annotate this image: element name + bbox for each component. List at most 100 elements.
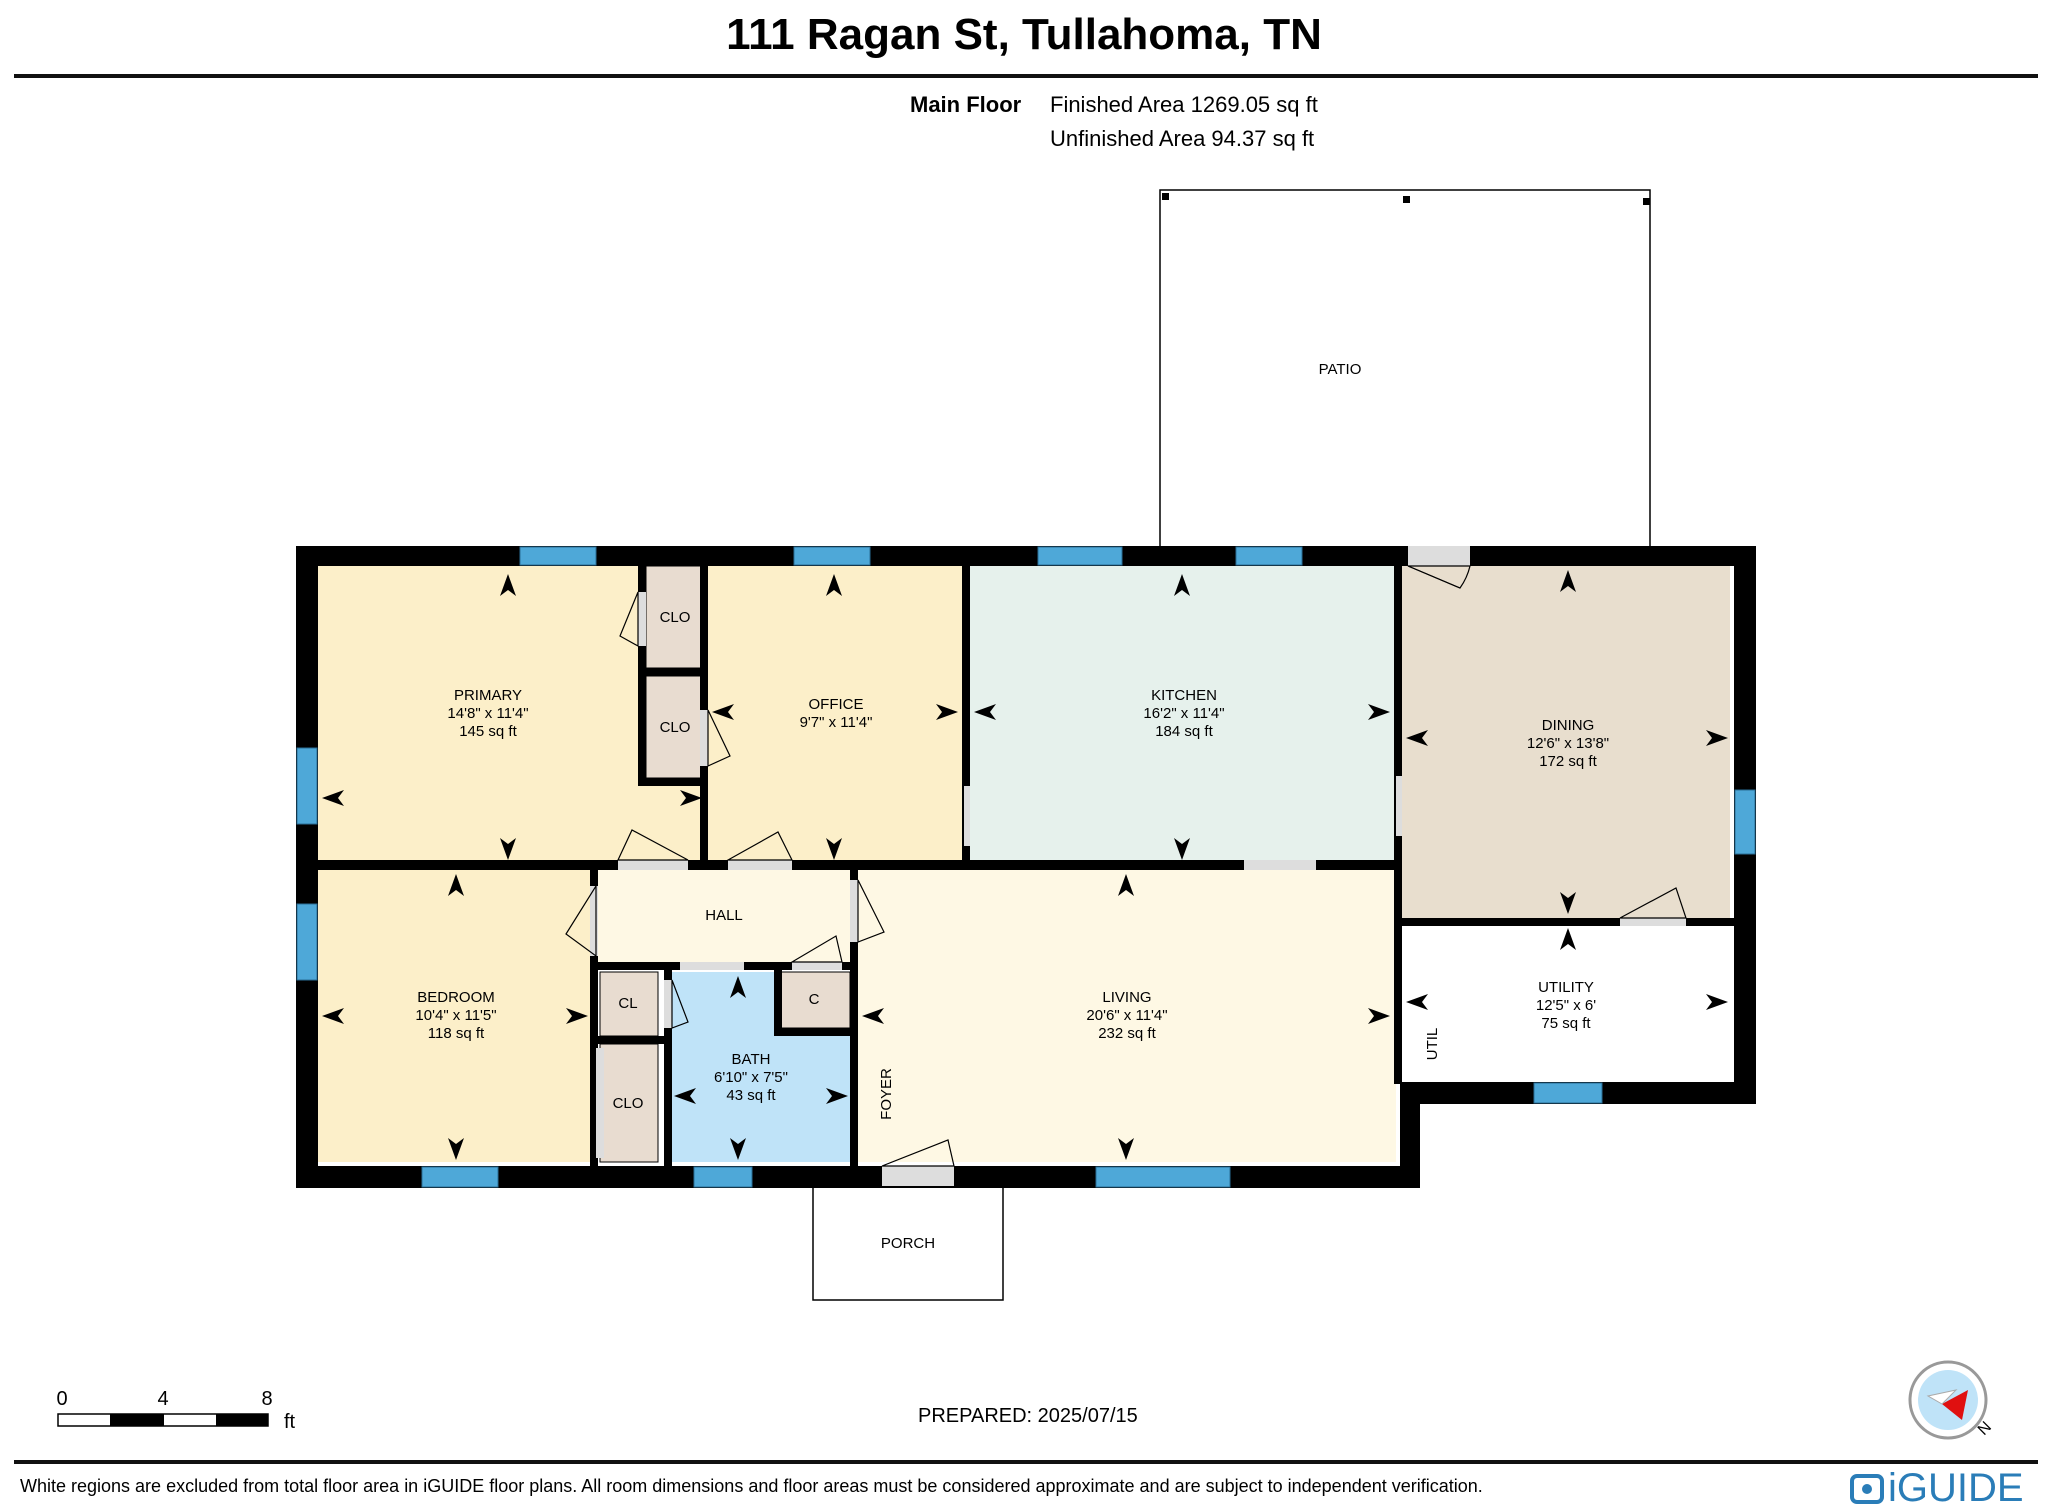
room-name-bath: BATH (732, 1051, 771, 1068)
arrow (566, 1008, 588, 1024)
prepared-date: PREPARED: 2025/07/15 (918, 1405, 1138, 1427)
arrow (1174, 574, 1190, 596)
room-name-kitchen: KITCHEN (1151, 687, 1217, 704)
closet-fill (779, 971, 851, 1029)
arrow (730, 1138, 746, 1160)
arrow (1406, 994, 1428, 1010)
closet-fill (599, 971, 659, 1037)
scale-tick: 8 (261, 1388, 272, 1410)
scale-tick: 0 (56, 1388, 67, 1410)
arrow (500, 574, 516, 596)
footer-divider (14, 1460, 2038, 1464)
door-opening (1396, 776, 1402, 836)
floor-label: Main Floor (910, 92, 1022, 117)
arrow (826, 838, 842, 860)
door-swing (789, 935, 843, 963)
header-divider (14, 74, 2038, 78)
door-swing (881, 1139, 955, 1167)
compass-icon: N (1908, 1360, 1995, 1440)
arrow (974, 704, 996, 720)
porch-outline (812, 1185, 1004, 1301)
arrow (1706, 994, 1728, 1010)
dimension-arrows (322, 570, 1728, 1160)
room-dims-living: 20'6" x 11'4" (1086, 1007, 1167, 1024)
arrow (322, 790, 344, 806)
room-area-utility: 75 sq ft (1541, 1015, 1591, 1032)
room-area-dining: 172 sq ft (1539, 753, 1597, 770)
arrow (500, 838, 516, 860)
arrow (1118, 874, 1134, 896)
closet-label: C (809, 991, 820, 1008)
room-area-living: 232 sq ft (1098, 1025, 1156, 1042)
room-name-dining: DINING (1542, 717, 1595, 734)
door-opening (680, 962, 744, 970)
scale-bar: 0 4 8 ft (56, 1388, 295, 1433)
disclaimer: White regions are excluded from total fl… (20, 1476, 1483, 1496)
room-fill-kitchen (968, 562, 1396, 864)
closet-label: CLO (660, 719, 691, 736)
arrow (680, 790, 702, 806)
room-dims-bedroom: 10'4" x 11'5" (415, 1007, 496, 1024)
room-fill-hall (596, 870, 852, 964)
hall-label: HALL (705, 907, 743, 924)
scale-unit: ft (284, 1411, 296, 1433)
window (1235, 546, 1303, 566)
page-title: 111 Ragan St, Tullahoma, TN (726, 10, 1322, 59)
room-fill-dining (1402, 562, 1730, 920)
porch-label: PORCH (881, 1235, 935, 1252)
door-swing (1407, 565, 1471, 589)
exterior-walls (296, 546, 1756, 1188)
door-opening (664, 980, 672, 1028)
window (1095, 1166, 1231, 1188)
room-dims-dining: 12'6" x 13'8" (1527, 735, 1609, 752)
window (519, 546, 597, 566)
arrow (674, 1088, 696, 1104)
closet-label: CL (618, 995, 637, 1012)
iguide-logo-icon (1850, 1474, 1884, 1504)
patio-post (1643, 198, 1650, 205)
room-fill-bedroom (318, 870, 590, 1162)
door-opening (618, 860, 688, 870)
closet-fill (599, 1043, 659, 1163)
window (296, 903, 318, 981)
arrow (1368, 1008, 1390, 1024)
room-area-kitchen: 184 sq ft (1155, 723, 1213, 740)
closet-label: CLO (660, 609, 691, 626)
arrow (448, 874, 464, 896)
door-opening (728, 860, 792, 870)
patio-post (1403, 196, 1410, 203)
window (421, 1166, 499, 1188)
door-swing (857, 879, 885, 943)
door-swing (671, 979, 689, 1029)
room-fill-living (858, 870, 1396, 1162)
closet-fill (645, 675, 705, 779)
unfinished-area: Unfinished Area 94.37 sq ft (1050, 126, 1315, 151)
arrow (1560, 892, 1576, 914)
door-swing (619, 591, 639, 648)
arrow (1174, 838, 1190, 860)
door-opening (792, 962, 842, 970)
door-opening (638, 592, 646, 646)
arrow (448, 1138, 464, 1160)
door-opening (1408, 546, 1470, 566)
door-opening (882, 1166, 954, 1186)
finished-area: Finished Area 1269.05 sq ft (1050, 92, 1318, 117)
door-swing (725, 831, 793, 861)
room-dims-utility: 12'5" x 6' (1536, 997, 1596, 1014)
room-name-bedroom: BEDROOM (417, 989, 495, 1006)
arrow (1406, 730, 1428, 746)
room-name-utility: UTILITY (1538, 979, 1594, 996)
util-label: UTIL (1424, 1028, 1441, 1061)
room-name-living: LIVING (1102, 989, 1151, 1006)
arrow (1706, 730, 1728, 746)
window (1037, 546, 1123, 566)
patio-label: PATIO (1319, 361, 1362, 378)
arrow (826, 1088, 848, 1104)
window (1533, 1082, 1603, 1104)
door-opening (700, 710, 708, 766)
room-fill-office (708, 562, 964, 864)
room-name-primary: PRIMARY (454, 687, 522, 704)
door-opening (850, 880, 858, 942)
room-area-primary: 145 sq ft (459, 723, 517, 740)
